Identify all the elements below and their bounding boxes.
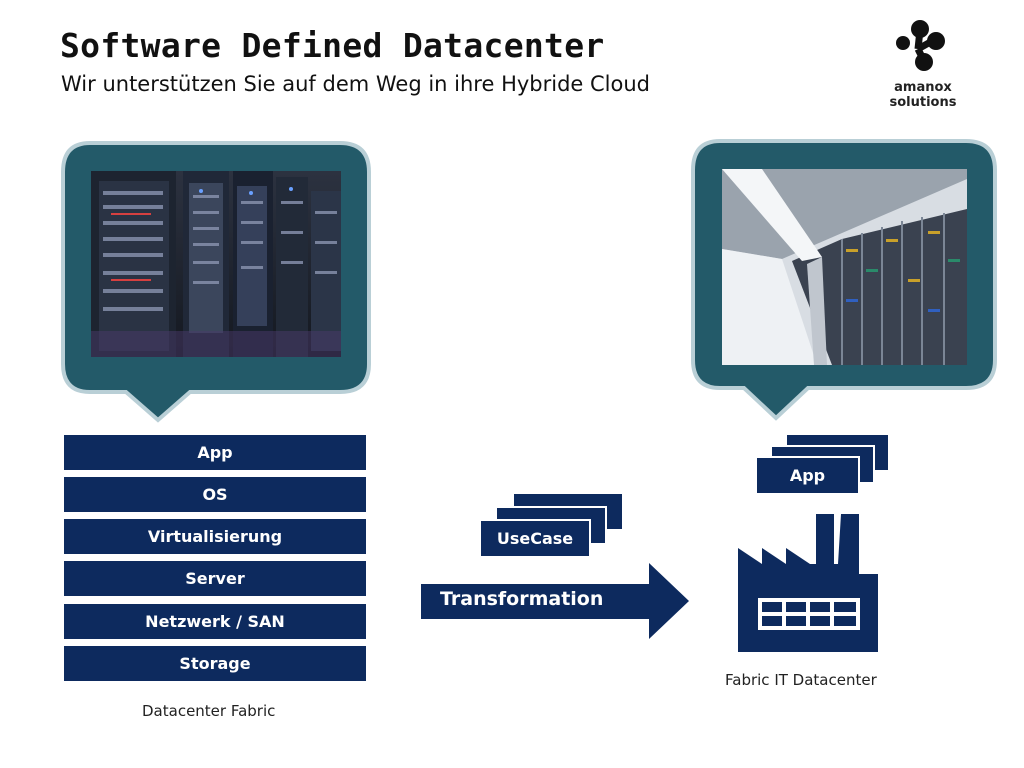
stack-layer-netzwerk-san: Netzwerk / SAN (64, 604, 366, 639)
right-caption: Fabric IT Datacenter (725, 671, 877, 689)
page-subtitle: Wir unterstützen Sie auf dem Weg in ihre… (61, 72, 651, 96)
stack-layer-os: OS (64, 477, 366, 512)
usecase-card: UseCase (479, 519, 591, 558)
stack-layer-storage: Storage (64, 646, 366, 681)
transformation-arrow-icon (421, 563, 689, 645)
page-title: Software Defined Datacenter (60, 26, 605, 65)
amanox-molecule-logo-icon (896, 20, 945, 71)
stack-layer-server: Server (64, 561, 366, 596)
transformation-label: Transformation (440, 588, 604, 610)
datacenter-aisle-photo (722, 169, 967, 365)
server-rack-photo (91, 171, 341, 357)
stack-layer-app: App (64, 435, 366, 470)
factory-icon (738, 512, 880, 656)
stack-layer-virtualisierung: Virtualisierung (64, 519, 366, 554)
company-logo: amanox solutions (868, 16, 978, 110)
logo-text: amanox solutions (889, 80, 957, 110)
app-card: App (755, 456, 860, 495)
left-caption: Datacenter Fabric (142, 702, 276, 720)
left-speech-bubble (60, 140, 372, 425)
right-speech-bubble (690, 138, 998, 423)
